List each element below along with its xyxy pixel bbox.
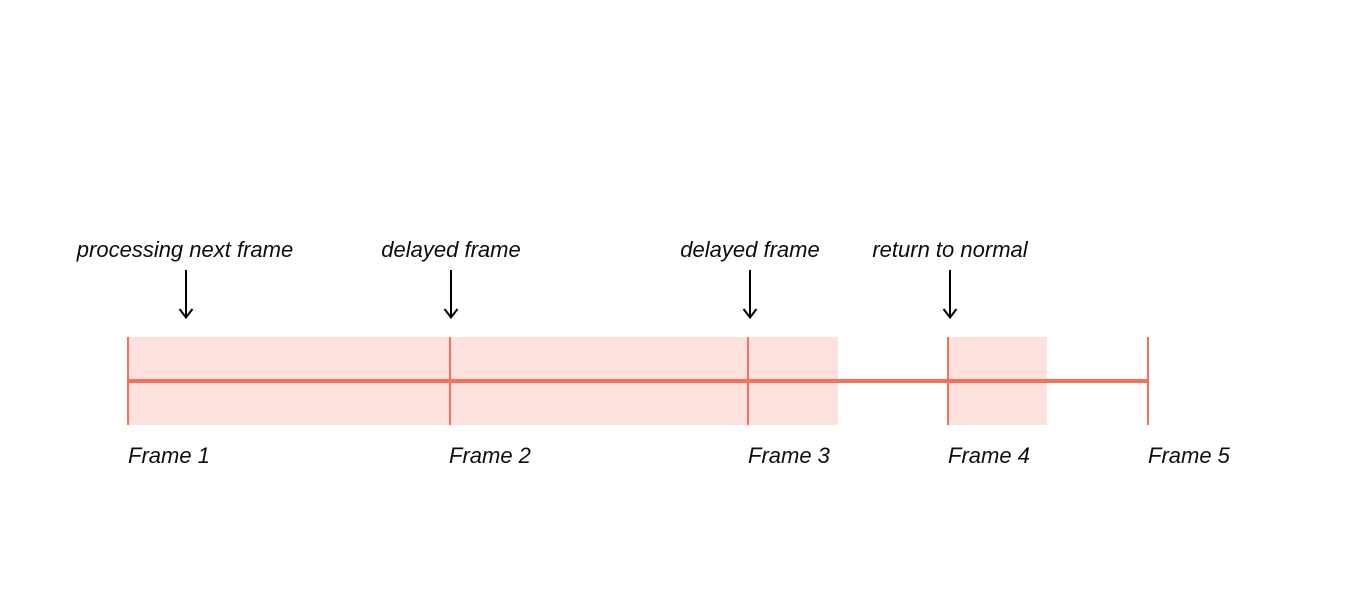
annotation-delayed-frame-1: delayed frame <box>381 237 521 262</box>
frame-tick-4 <box>947 337 949 425</box>
down-arrow-icon <box>742 270 758 320</box>
down-arrow-icon <box>443 270 459 320</box>
annotation-delayed-frame-2: delayed frame <box>680 237 820 262</box>
annotation-processing-next-frame: processing next frame <box>76 237 294 262</box>
frame-label-1: Frame 1 <box>128 443 210 468</box>
frame-label-2: Frame 2 <box>449 443 531 468</box>
annotation-return-to-normal: return to normal <box>872 237 1028 262</box>
frame-tick-2 <box>449 337 451 425</box>
frame-label-4: Frame 4 <box>948 443 1030 468</box>
frame-label-3: Frame 3 <box>748 443 830 468</box>
timeline-axis <box>128 379 1149 383</box>
down-arrow-icon <box>178 270 194 320</box>
frame-label-5: Frame 5 <box>1148 443 1230 468</box>
frame-tick-1 <box>127 337 129 425</box>
frame-tick-3 <box>747 337 749 425</box>
down-arrow-icon <box>942 270 958 320</box>
frame-tick-5 <box>1147 337 1149 425</box>
